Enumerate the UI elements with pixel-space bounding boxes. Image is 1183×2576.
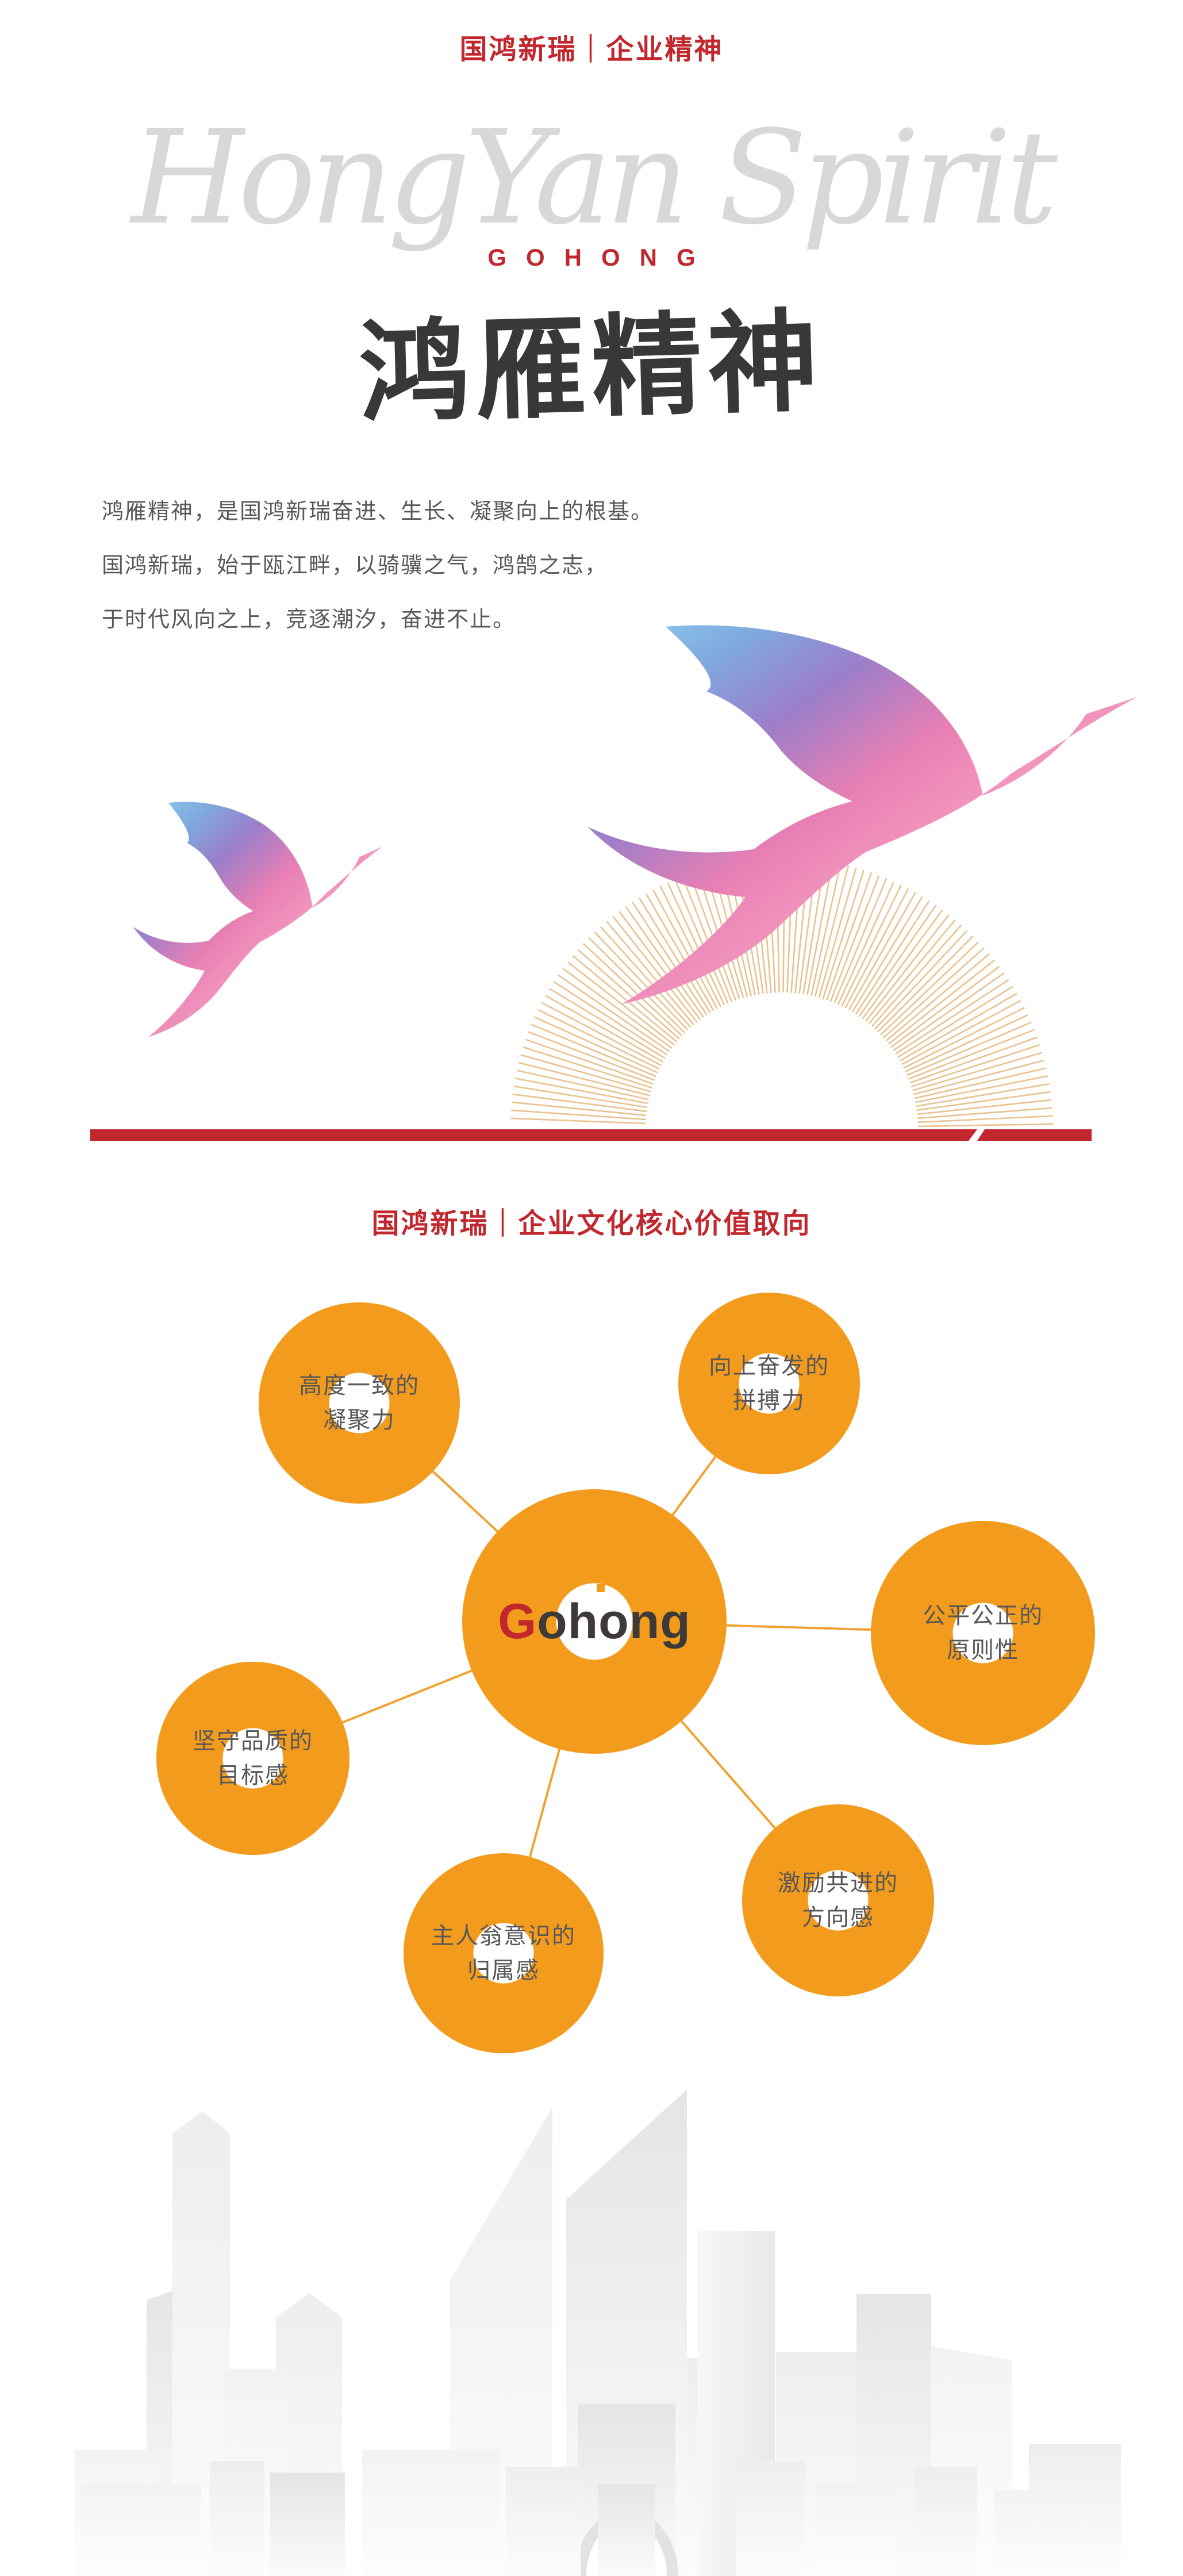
intro-paragraph-line: 于时代风向之上，竞逐潮汐，奋进不止。 bbox=[102, 608, 516, 632]
value-node-striving: 向上奋发的 拼搏力 bbox=[678, 1293, 860, 1474]
brand-caption: GOHONG bbox=[487, 244, 715, 271]
value-node-label: 向上奋发的 bbox=[709, 1354, 829, 1379]
red-divider bbox=[90, 1129, 977, 1141]
value-node-belonging: 主人翁意识的 归属感 bbox=[404, 1853, 604, 2053]
goose-graphic-small bbox=[133, 802, 383, 1037]
value-node-fairness: 公平公正的 原则性 bbox=[871, 1521, 1095, 1745]
value-node-label: 原则性 bbox=[947, 1638, 1019, 1663]
value-node-cohesion: 高度一致的 凝聚力 bbox=[259, 1302, 460, 1504]
section-title-core-values: 国鸿新瑞｜企业文化核心价值取向 bbox=[371, 1209, 812, 1239]
logo-letter-g: G bbox=[498, 1593, 537, 1649]
value-node-label: 目标感 bbox=[217, 1763, 289, 1788]
page-title: 国鸿新瑞｜企业精神 bbox=[459, 34, 724, 65]
value-node-quality: 坚守品质的 目标感 bbox=[156, 1662, 349, 1855]
value-node-label: 凝聚力 bbox=[323, 1408, 395, 1433]
city-skyline-graphic bbox=[75, 2090, 1121, 2576]
value-node-label: 高度一致的 bbox=[299, 1373, 420, 1398]
hero-artwork bbox=[133, 625, 1138, 1128]
value-node-label: 拼搏力 bbox=[733, 1388, 805, 1413]
value-node-label: 归属感 bbox=[467, 1958, 540, 1983]
value-node-label: 坚守品质的 bbox=[193, 1728, 313, 1754]
english-calligraphy: HongYan Spirit bbox=[130, 103, 1058, 254]
logo-letters-rest: ohong bbox=[537, 1593, 691, 1649]
value-node-label: 激励共进的 bbox=[778, 1870, 898, 1896]
intro-paragraph-line: 鸿雁精神，是国鸿新瑞奋进、生长、凝聚向上的根基。 bbox=[102, 500, 654, 524]
value-node-label: 方向感 bbox=[802, 1905, 874, 1930]
value-node-direction: 激励共进的 方向感 bbox=[742, 1804, 934, 1996]
intro-paragraph-line: 国鸿新瑞，始于瓯江畔，以骑骥之气，鸿鹄之志， bbox=[102, 554, 608, 578]
chinese-calligraphy-title: 鸿雁精神 bbox=[358, 300, 825, 436]
value-node-label: 公平公正的 bbox=[923, 1603, 1043, 1628]
value-node-label: 主人翁意识的 bbox=[431, 1923, 576, 1949]
red-divider-tail bbox=[977, 1129, 1092, 1141]
sun-rays-arc bbox=[510, 857, 1053, 1128]
center-hub-circle: Gohong bbox=[462, 1489, 727, 1754]
gohong-logo: Gohong bbox=[498, 1584, 691, 1650]
skyline-buildings bbox=[75, 2090, 1121, 2576]
logo-accent-dot bbox=[597, 1584, 605, 1592]
